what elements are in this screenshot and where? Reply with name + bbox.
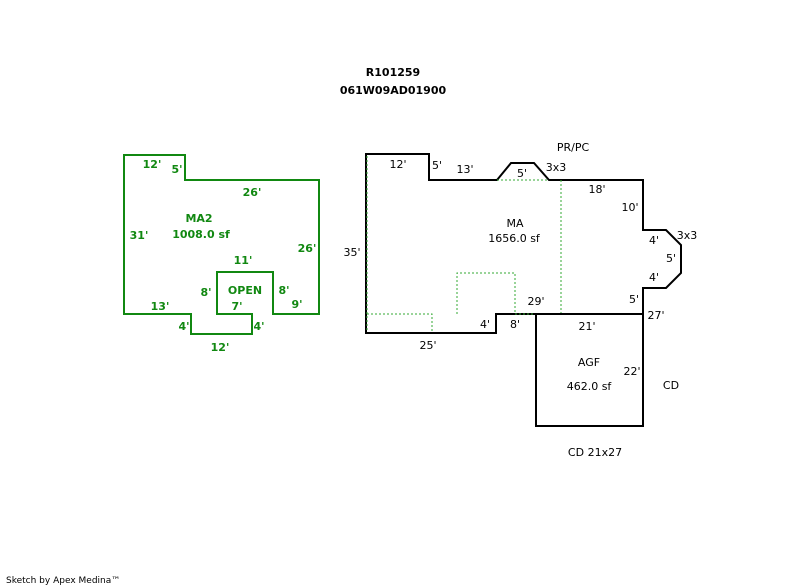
ma-dotted-lines bbox=[366, 156, 562, 332]
ma2-dim-open-bottom: 7' bbox=[231, 300, 242, 313]
cd-label: CD bbox=[663, 379, 679, 392]
footer-credit: Sketch by Apex Medina™ bbox=[6, 576, 120, 586]
agf-dim-right: 22' bbox=[623, 365, 640, 378]
agf-name: AGF bbox=[578, 356, 600, 369]
ma2-dim-open-left: 8' bbox=[200, 286, 211, 299]
ma-dim-inner: 29' bbox=[527, 295, 544, 308]
ma2-dim-open-right: 8' bbox=[278, 284, 289, 297]
ma2-open-label: OPEN bbox=[228, 284, 262, 297]
ma2-dim-right: 26' bbox=[298, 242, 317, 255]
ma-outline bbox=[365, 153, 682, 334]
ma-dim-bay-c: 4' bbox=[649, 271, 659, 284]
agf-dim-top: 21' bbox=[578, 320, 595, 333]
ma-bay-tag: 3x3 bbox=[677, 229, 698, 242]
ma-dim-step-b: 8' bbox=[510, 318, 520, 331]
ma2-dim-open-top: 11' bbox=[234, 254, 253, 267]
ma-name: MA bbox=[506, 217, 523, 230]
ma-area: 12' 5' 13' 5' 3x3 PR/PC 18' 10' 4' 3x3 5… bbox=[343, 141, 697, 352]
ma-dim-bump: 5' bbox=[517, 167, 527, 180]
ma2-area-value: 1008.0 sf bbox=[172, 228, 230, 241]
ma-area-value: 1656.0 sf bbox=[488, 232, 541, 245]
ma2-dim-left: 31' bbox=[130, 229, 149, 242]
ma-dim-top-mid: 13' bbox=[456, 163, 473, 176]
ma-dim-top-left: 12' bbox=[389, 158, 406, 171]
ma2-dim-step-left: 4' bbox=[178, 320, 189, 333]
ma-dim-bay-a: 4' bbox=[649, 234, 659, 247]
ma-dim-left: 35' bbox=[343, 246, 360, 259]
ma2-dim-top-left: 12' bbox=[143, 158, 162, 171]
ma2-name: MA2 bbox=[185, 212, 212, 225]
ma-bump-tag: 3x3 bbox=[546, 161, 567, 174]
agf-area-value: 462.0 sf bbox=[567, 380, 613, 393]
ma2-dim-notch: 5' bbox=[171, 163, 182, 176]
ma-dim-right-lower: 5' bbox=[629, 293, 639, 306]
map-number: 061W09AD01900 bbox=[340, 84, 447, 97]
agf-dim-corner: 27' bbox=[647, 309, 664, 322]
ma2-dim-bottom-right: 9' bbox=[291, 298, 302, 311]
agf-outline bbox=[535, 313, 644, 427]
porch-label: PR/PC bbox=[557, 141, 590, 154]
ma2-dim-step-right: 4' bbox=[253, 320, 264, 333]
parcel-id: R101259 bbox=[366, 66, 420, 79]
ma-dim-bay-b: 5' bbox=[666, 252, 676, 265]
ma-dim-right-upper: 10' bbox=[621, 201, 638, 214]
ma2-dim-bottom-left: 13' bbox=[151, 300, 170, 313]
cd-caption: CD 21x27 bbox=[568, 446, 622, 459]
ma2-dim-bottom: 12' bbox=[211, 341, 230, 354]
ma2-area: 12' 5' 26' 31' 26' MA2 1008.0 sf 11' OPE… bbox=[123, 154, 320, 354]
ma-dim-top-right: 18' bbox=[588, 183, 605, 196]
ma-dim-bottom-left: 25' bbox=[419, 339, 436, 352]
ma-dim-notch: 5' bbox=[432, 159, 442, 172]
agf-area: 21' 27' 22' AGF 462.0 sf CD CD 21x27 bbox=[535, 309, 679, 459]
ma2-dim-top: 26' bbox=[243, 186, 262, 199]
ma2-outline bbox=[123, 154, 320, 335]
ma-dim-step: 4' bbox=[480, 318, 490, 331]
